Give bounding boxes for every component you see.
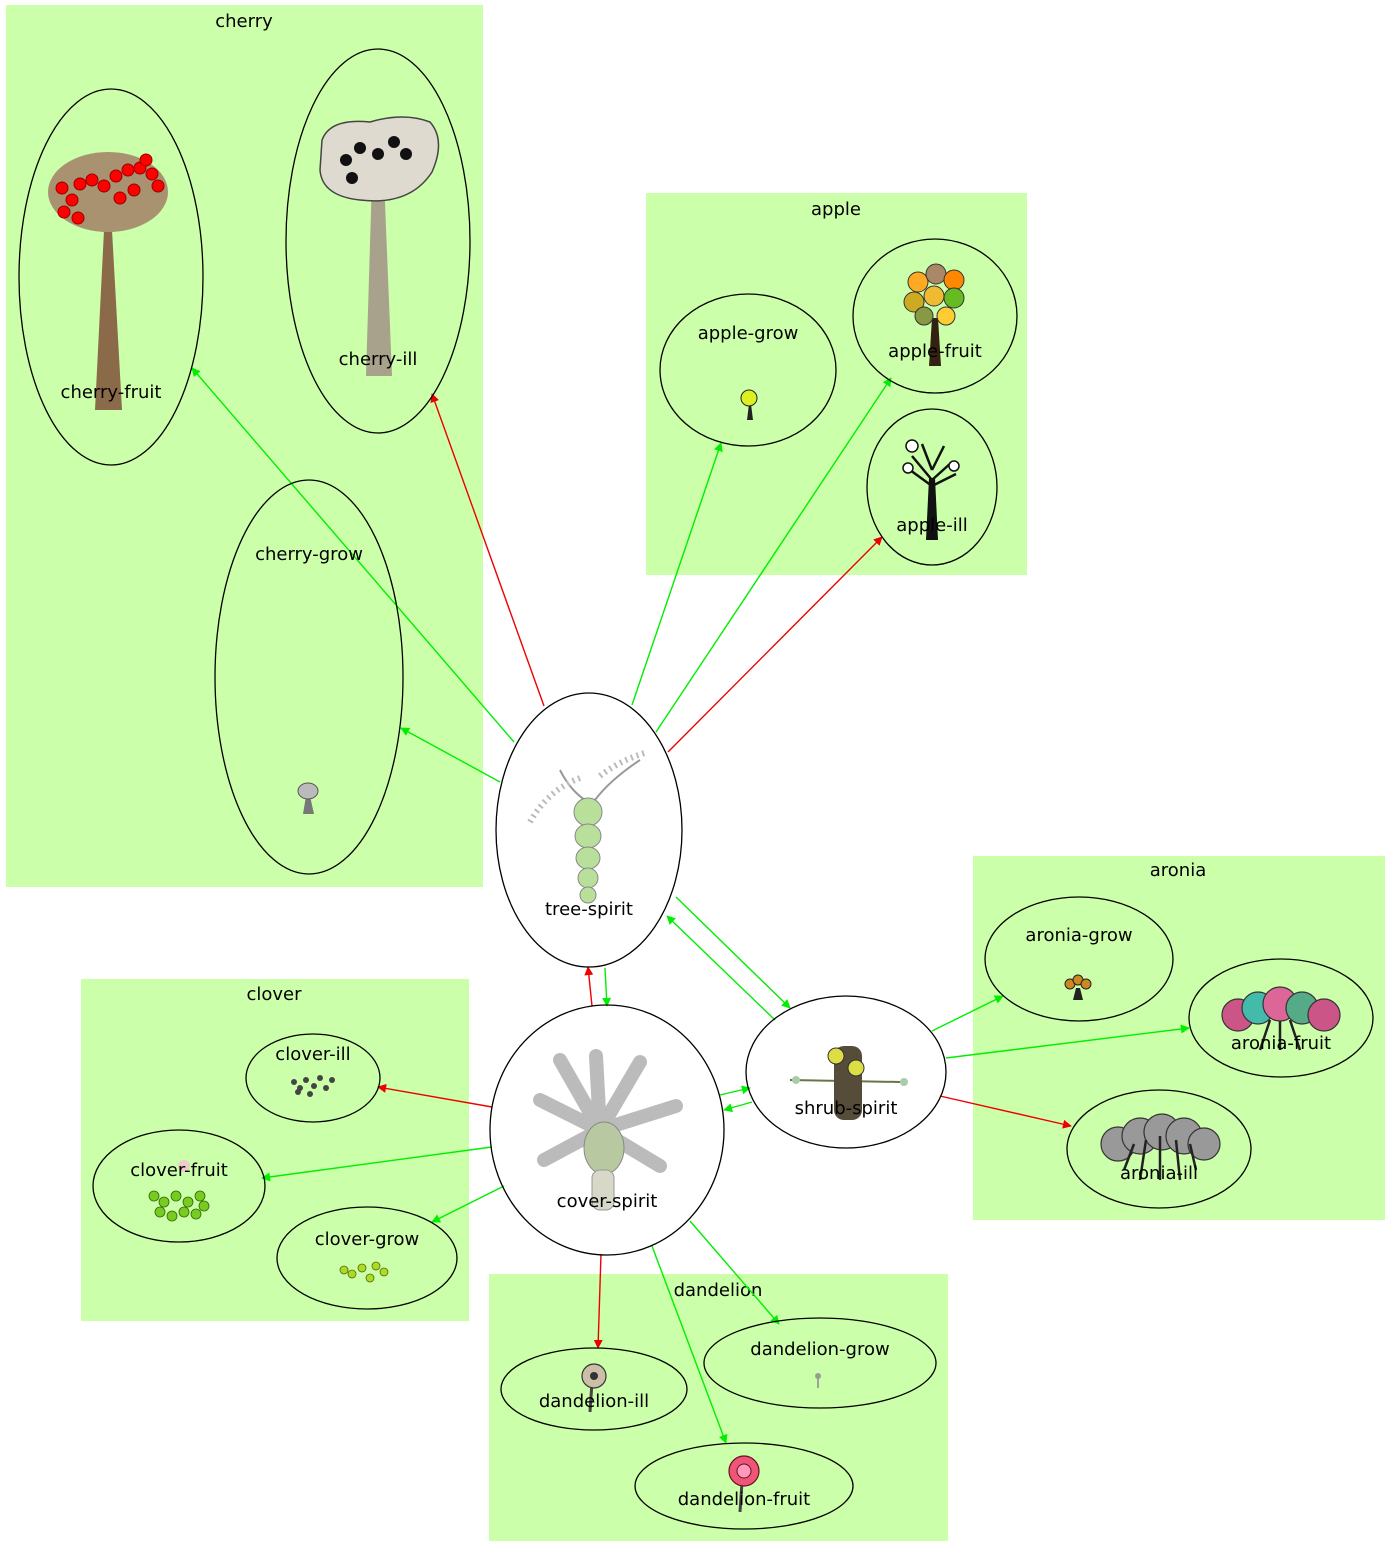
aronia-grow-label: aronia-grow <box>1025 925 1132 946</box>
node-shrub-spirit[interactable]: shrub-spirit <box>745 995 947 1149</box>
dandelion-ill-label: dandelion-ill <box>539 1391 649 1412</box>
shrub-spirit-label: shrub-spirit <box>795 1098 898 1119</box>
cluster-dandelion: dandelion <box>489 1274 948 1541</box>
aronia-ill-label: aronia-ill <box>1120 1163 1198 1184</box>
cherry-grow-sprout-icon <box>297 782 319 814</box>
edge-tree-spirit-to-cherry-grow <box>400 727 501 783</box>
edge-cover-spirit-to-dandelion-ill <box>593 1253 603 1349</box>
cluster-aronia-label: aronia <box>1150 860 1207 881</box>
edge-cover-spirit-to-clover-ill <box>377 1083 493 1108</box>
cherry-ill-label: cherry-ill <box>339 349 418 370</box>
node-cherry-grow[interactable]: cherry-grow <box>214 479 404 875</box>
dandelion-ill-flower-icon <box>581 1363 607 1413</box>
tree-spirit-label: tree-spirit <box>545 899 633 920</box>
edge-cover-spirit-to-shrub-spirit <box>719 1085 751 1096</box>
cherry-fruit-tree-icon <box>48 152 168 410</box>
edge-cover-spirit-to-tree-spirit <box>584 966 594 1007</box>
aronia-fruit-label: aronia-fruit <box>1231 1033 1331 1054</box>
cherry-ill-tree-icon <box>319 116 440 376</box>
edge-shrub-spirit-to-aronia-fruit <box>945 1024 1190 1059</box>
dandelion-grow-sprout-icon <box>815 1373 821 1388</box>
edge-layer <box>191 367 1190 1444</box>
node-cherry-fruit[interactable]: cherry-fruit <box>18 88 204 466</box>
aronia-ill-bush-icon <box>1100 1113 1221 1181</box>
aronia-grow-sprout-icon <box>1064 974 1092 1000</box>
node-clover-ill[interactable]: clover-ill <box>245 1033 381 1123</box>
node-clover-fruit[interactable]: clover-fruit <box>92 1129 266 1243</box>
node-clover-grow[interactable]: clover-grow <box>276 1206 458 1310</box>
node-dandelion-grow[interactable]: dandelion-grow <box>703 1317 937 1409</box>
apple-grow-sprout-icon <box>740 389 758 420</box>
cluster-clover-label: clover <box>246 984 302 1005</box>
cover-spirit-label: cover-spirit <box>557 1191 658 1212</box>
node-cherry-ill[interactable]: cherry-ill <box>285 48 471 434</box>
apple-grow-label: apple-grow <box>698 323 799 344</box>
edge-cover-spirit-to-clover-grow <box>431 1185 505 1223</box>
edge-cover-spirit-to-dandelion-grow <box>689 1220 780 1325</box>
node-dandelion-ill[interactable]: dandelion-ill <box>500 1347 688 1431</box>
node-apple-fruit[interactable]: apple-fruit <box>852 238 1018 394</box>
edge-tree-spirit-to-cherry-fruit <box>191 367 515 743</box>
edge-shrub-spirit-to-tree-spirit <box>666 915 776 1021</box>
cluster-clover: clover <box>81 979 469 1321</box>
clover-fruit-label: clover-fruit <box>130 1160 228 1181</box>
cherry-grow-label: cherry-grow <box>255 544 363 565</box>
node-aronia-ill[interactable]: aronia-ill <box>1066 1089 1252 1209</box>
edge-shrub-spirit-to-aronia-ill <box>939 1095 1072 1129</box>
node-tree-spirit[interactable]: tree-spirit <box>495 692 683 968</box>
node-dandelion-fruit[interactable]: dandelion-fruit <box>634 1442 854 1530</box>
dandelion-fruit-label: dandelion-fruit <box>678 1489 811 1510</box>
edge-shrub-spirit-to-cover-spirit <box>723 1101 753 1113</box>
edge-cover-spirit-to-clover-fruit <box>261 1146 493 1182</box>
node-apple-grow[interactable]: apple-grow <box>659 293 837 447</box>
node-cover-spirit[interactable]: cover-spirit <box>489 1004 725 1256</box>
cluster-apple: apple <box>646 193 1027 575</box>
edge-tree-spirit-to-cover-spirit <box>602 967 612 1007</box>
apple-ill-label: apple-ill <box>896 515 967 536</box>
apple-fruit-label: apple-fruit <box>888 341 982 362</box>
edge-tree-spirit-to-apple-grow <box>631 442 723 706</box>
clover-grow-label: clover-grow <box>315 1229 420 1250</box>
edge-cover-spirit-to-dandelion-fruit <box>651 1245 728 1444</box>
apple-fruit-tree-icon <box>903 263 965 366</box>
edge-tree-spirit-to-shrub-spirit <box>675 896 791 1009</box>
cluster-dandelion-label: dandelion <box>674 1280 763 1301</box>
clover-ill-label: clover-ill <box>275 1044 350 1065</box>
aronia-fruit-bush-icon <box>1221 986 1341 1051</box>
tree-spirit-creature-icon <box>527 749 649 904</box>
edge-tree-spirit-to-apple-ill <box>667 536 883 753</box>
clover-ill-leaves-icon <box>291 1075 335 1097</box>
dandelion-grow-label: dandelion-grow <box>750 1339 889 1360</box>
cherry-fruit-label: cherry-fruit <box>61 382 162 403</box>
node-apple-ill[interactable]: apple-ill <box>866 408 998 566</box>
dandelion-fruit-flower-icon <box>728 1455 760 1513</box>
node-aronia-grow[interactable]: aronia-grow <box>984 896 1174 1022</box>
cluster-cherry-label: cherry <box>215 11 273 32</box>
edge-tree-spirit-to-cherry-ill <box>430 393 545 707</box>
cluster-apple-label: apple <box>811 199 861 220</box>
clover-grow-sprouts-icon <box>339 1261 389 1283</box>
edge-tree-spirit-to-apple-fruit <box>655 377 892 733</box>
apple-ill-tree-icon <box>902 439 960 540</box>
node-aronia-fruit[interactable]: aronia-fruit <box>1188 958 1374 1078</box>
edge-shrub-spirit-to-aronia-grow <box>931 995 1004 1032</box>
clover-fruit-leaves-icon <box>148 1160 210 1222</box>
shrub-spirit-creature-icon <box>789 1046 908 1120</box>
cover-spirit-creature-icon <box>533 1049 683 1211</box>
